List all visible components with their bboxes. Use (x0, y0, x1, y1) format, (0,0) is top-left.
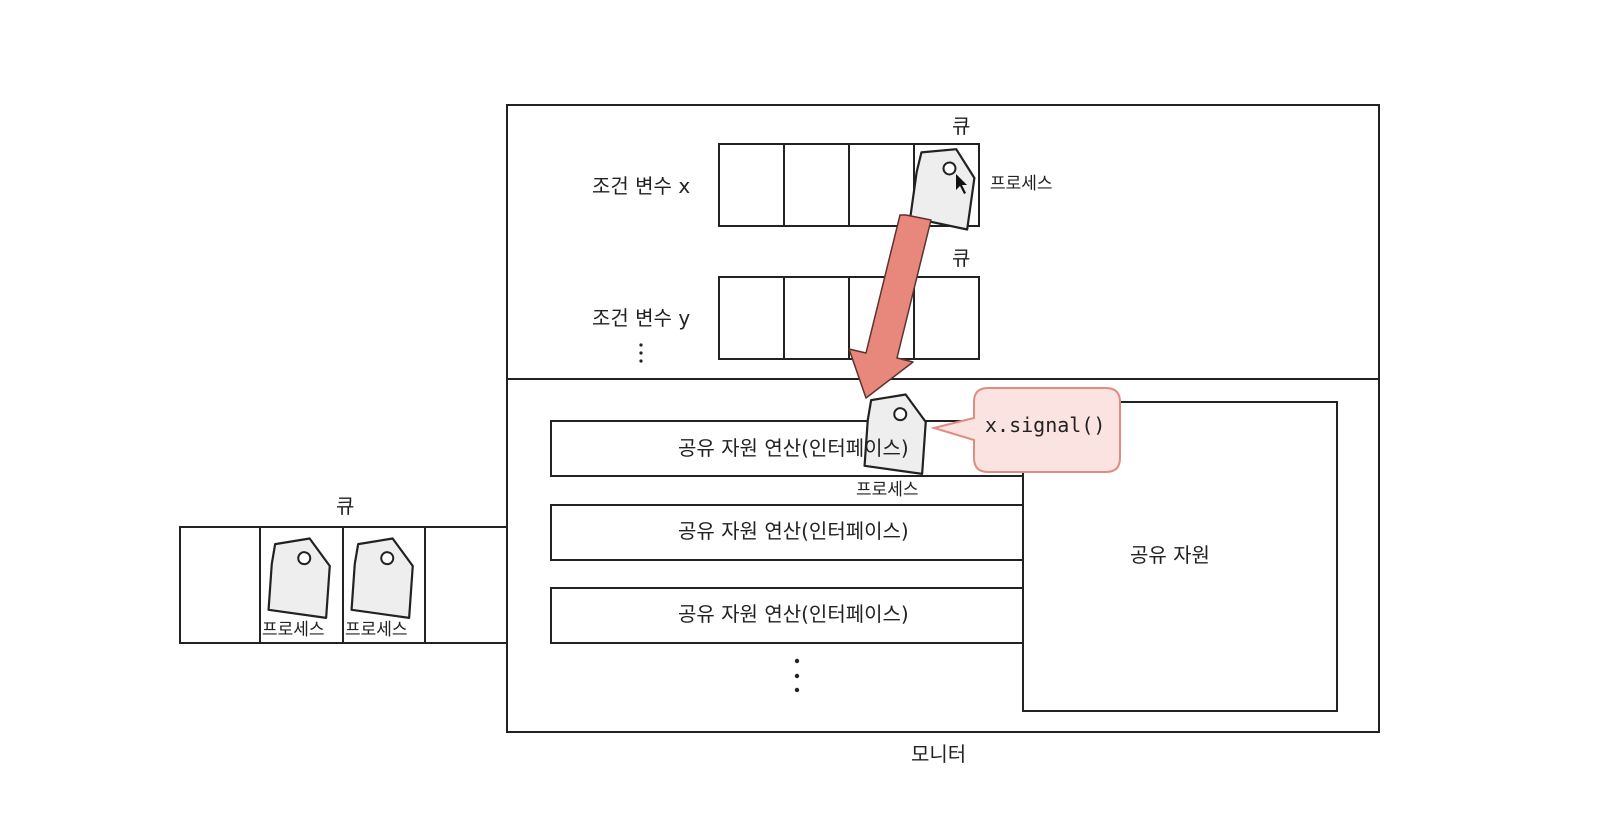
entry-queue-label: 큐 (336, 494, 355, 518)
operation-box-3 (550, 587, 1024, 644)
condition-x-label: 조건 변수 x (592, 174, 691, 198)
operation-label-1: 공유 자원 연산(인터페이스) (678, 436, 909, 460)
ellipsis-y (639, 343, 643, 363)
queue-label-x: 큐 (952, 114, 971, 138)
queue-label-y: 큐 (952, 246, 971, 270)
shared-resource-label: 공유 자원 (1130, 543, 1210, 567)
entry-process-label-1: 프로세스 (262, 620, 325, 640)
monitor-label: 모니터 (911, 742, 967, 766)
condition-y-label: 조건 변수 y (592, 306, 691, 330)
signal-bubble (930, 387, 1121, 473)
monitor-box (506, 104, 1380, 733)
entry-process-label-2: 프로세스 (345, 620, 408, 640)
operation-label-3: 공유 자원 연산(인터페이스) (678, 602, 909, 626)
condition-y-queue (718, 276, 980, 360)
process-tag-icon (863, 390, 929, 475)
entry-queue (179, 526, 508, 644)
operation-box-2 (550, 504, 1024, 561)
signal-arrow (848, 214, 932, 399)
ellipsis-operations (794, 658, 800, 693)
process-label-x: 프로세스 (990, 174, 1053, 194)
operation-label-2: 공유 자원 연산(인터페이스) (678, 519, 909, 543)
cursor-icon (956, 174, 967, 194)
process-label-moved: 프로세스 (856, 480, 919, 500)
signal-call-text: x.signal() (985, 413, 1106, 437)
